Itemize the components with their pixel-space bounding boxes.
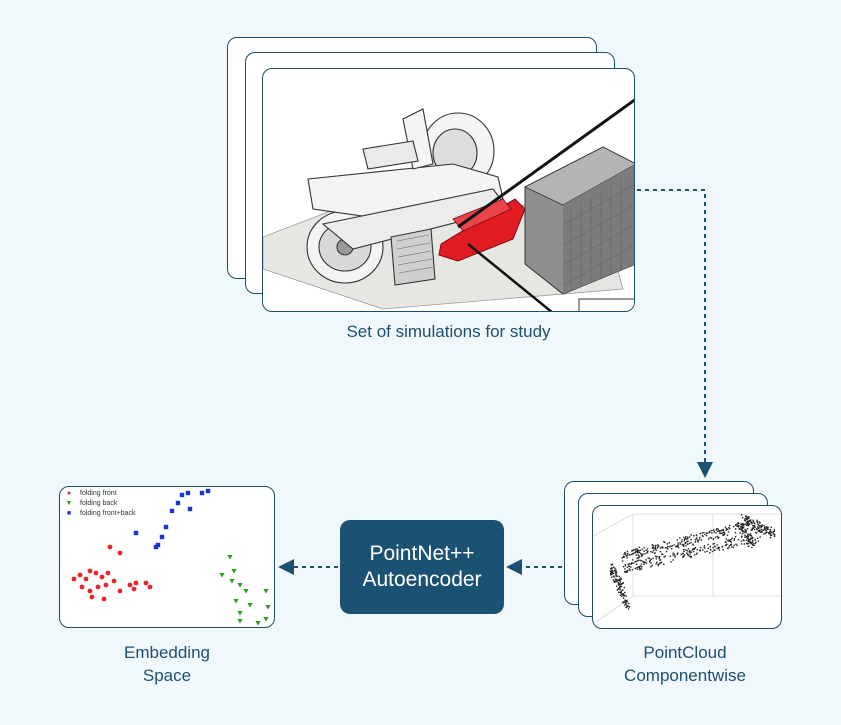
embedding-scatter <box>71 488 271 626</box>
embedding-label: Embedding Space <box>82 641 252 687</box>
triangle-down-marker-icon: ▼ <box>65 500 73 507</box>
autoencoder-box: PointNet++ Autoencoder <box>340 520 504 614</box>
legend-item-back: ▼folding back <box>65 500 118 507</box>
legend-item-front-back: ■folding front+back <box>64 509 136 519</box>
circle-marker-icon: ● <box>66 490 72 497</box>
pointcloud-label-line1: PointCloud <box>643 643 727 662</box>
embedding-label-line2: Space <box>142 666 192 685</box>
simulations-label: Set of simulations for study <box>346 322 551 341</box>
embedding-label-line1: Embedding <box>123 643 210 662</box>
pointcloud-label: PointCloud Componentwise <box>600 641 770 687</box>
arrow-sim-to-pointcloud <box>637 189 713 478</box>
legend-item-front: ●folding front <box>64 489 135 499</box>
square-marker-icon: ■ <box>66 510 72 517</box>
embedding-legend: ●folding front ▼folding back ■folding fr… <box>64 489 136 519</box>
embedding-card: ●folding front ▼folding back ■folding fr… <box>59 486 275 628</box>
pointcloud-label-line2: Componentwise <box>624 666 746 685</box>
pointcloud-card-front <box>592 505 782 629</box>
simulation-card-front <box>262 68 635 312</box>
autoencoder-line2: Autoencoder <box>362 568 482 591</box>
crash-simulation-image <box>263 98 634 311</box>
pointcloud-image <box>593 513 781 625</box>
autoencoder-line1: PointNet++ <box>369 542 475 565</box>
